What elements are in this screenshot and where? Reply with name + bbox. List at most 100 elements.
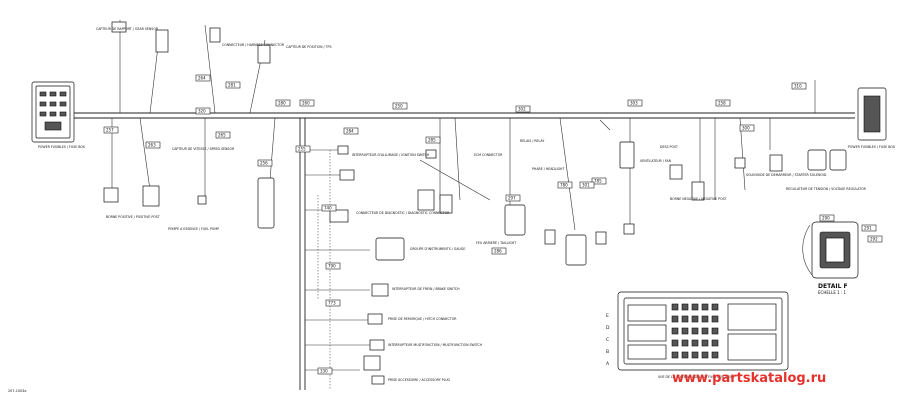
svg-text:330: 330 — [320, 369, 328, 374]
tag-320: 320 — [195, 107, 211, 115]
tag-297: 297 — [505, 194, 521, 202]
tag-291: 291 — [861, 224, 877, 232]
tag-330: 330 — [317, 367, 333, 375]
row-label-a: A — [606, 361, 610, 367]
connector-c23 — [565, 234, 587, 266]
svg-text:773: 773 — [328, 301, 336, 306]
caption-starter: SOLENOIDE DE DEMARREUR / STARTER SOLENOI… — [746, 173, 827, 177]
caption-relay: RELAIS / RELAY — [520, 139, 544, 143]
caption-ignition: INTERRUPTEUR D'ALLUMAGE / IGNITION SWITC… — [352, 153, 430, 157]
caption-fuel-pump: POMPE A ESSENCE / FUEL PUMP — [168, 227, 219, 231]
fuse-box-view-caption: VUE DE LA BOITE A FUSIBLES / FUSE BOX VI… — [658, 375, 734, 379]
connector-c12 — [375, 237, 405, 261]
svg-text:301: 301 — [582, 183, 590, 188]
number-tags: 280 260 250 258 300 257 256 255 263 264 … — [103, 74, 883, 375]
caption-cluster: GROUPE D'INSTRUMENTS / GAUGE — [410, 247, 465, 251]
connector-c8 — [257, 177, 275, 229]
tag-284: 284 — [343, 127, 359, 135]
caption-multifunction: INTERRUPTEUR MULTIFONCTION / MULTIFUNCTI… — [388, 343, 483, 347]
fuse-box-right: POWER FUSIBLES / FUSE BOX — [848, 87, 896, 149]
fuse-box-grid: E D C B A VUE DE LA BOITE A FUSIBLES / F… — [606, 291, 789, 379]
connector-c17 — [371, 375, 385, 385]
tag-281: 281 — [225, 81, 241, 89]
connector-c32 — [829, 149, 847, 171]
caption-connector-top: CONNECTEUR / HARNESS CONNECTOR — [222, 43, 285, 47]
connector-c1 — [111, 21, 127, 33]
connector-c24 — [595, 231, 607, 245]
svg-text:264: 264 — [198, 76, 206, 81]
connector-c13 — [371, 283, 389, 297]
tag-292: 292 — [867, 235, 883, 243]
connector-c30 — [769, 154, 783, 172]
tag-785: 785 — [591, 177, 607, 185]
connector-c21 — [504, 204, 526, 236]
tag-790: 790 — [325, 262, 341, 270]
svg-text:297: 297 — [508, 196, 516, 201]
connector-c5 — [103, 187, 119, 203]
svg-text:302: 302 — [518, 107, 526, 112]
connector-c22 — [544, 229, 556, 245]
svg-text:285: 285 — [428, 138, 436, 143]
caption-speed: CAPTEUR DE VITESSE / SPEED SENSOR — [172, 147, 235, 151]
row-label-c: C — [606, 337, 609, 343]
tag-740: 740 — [321, 204, 337, 212]
svg-text:257: 257 — [106, 128, 114, 133]
svg-text:260: 260 — [302, 101, 310, 106]
svg-text:256: 256 — [260, 161, 268, 166]
connector-c14 — [367, 313, 383, 325]
svg-text:281: 281 — [228, 83, 236, 88]
connector-c6 — [142, 185, 160, 207]
tag-255: 255 — [295, 145, 311, 153]
component-captions: CONNECTEUR / HARNESS CONNECTOR INTERRUPT… — [96, 27, 867, 382]
caption-voltage-reg: REGULATEUR DE TENSION / VOLTAGE REGULATO… — [786, 187, 867, 191]
connector-c10 — [339, 169, 355, 181]
connector-c28 — [691, 181, 705, 201]
tag-302: 302 — [515, 105, 531, 113]
tag-310: 310 — [791, 82, 807, 90]
connector-c3 — [209, 27, 221, 43]
connector-c4 — [257, 44, 271, 64]
component-connectors — [103, 21, 847, 385]
svg-text:258: 258 — [718, 101, 726, 106]
detail-f-scale: ECHELLE 1 : 1 — [818, 290, 847, 295]
connector-c9 — [337, 145, 349, 155]
svg-text:300: 300 — [742, 126, 750, 131]
connector-c15 — [369, 339, 385, 351]
tag-780: 780 — [557, 181, 573, 189]
caption-dess: DESS POST — [660, 145, 678, 149]
detail-f: DETAIL F ECHELLE 1 : 1 — [802, 221, 859, 295]
tag-258: 258 — [715, 99, 731, 107]
svg-text:740: 740 — [324, 206, 332, 211]
tag-260: 260 — [299, 99, 315, 107]
tag-303: 303 — [627, 99, 643, 107]
svg-text:310: 310 — [794, 84, 802, 89]
tag-257: 257 — [103, 126, 119, 134]
tag-301: 301 — [579, 181, 595, 189]
caption-taillight: FEU ARRIERE / TAILLIGHT — [476, 241, 516, 245]
svg-text:785: 785 — [594, 179, 602, 184]
svg-text:263: 263 — [148, 143, 156, 148]
tag-300: 300 — [739, 124, 755, 132]
connector-c18 — [425, 149, 437, 159]
connector-c20 — [439, 194, 453, 214]
svg-text:292: 292 — [870, 237, 878, 242]
caption-hitch: PRISE DE REMORQUE / HITCH CONNECTOR — [388, 317, 457, 321]
tag-286: 286 — [491, 247, 507, 255]
connector-c27 — [669, 164, 683, 180]
caption-pos-post: BORNE POSITIVE / POSITIVE POST — [106, 215, 160, 219]
fuse-box-left-caption: POWER FUSIBLES / FUSE BOX — [38, 145, 86, 149]
row-label-e: E — [606, 313, 609, 319]
caption-brake: INTERRUPTEUR DE FREIN / BRAKE SWITCH — [392, 287, 460, 291]
connector-c7 — [197, 195, 207, 205]
connector-c19 — [417, 189, 435, 211]
tag-280: 280 — [275, 99, 291, 107]
fuse-box-left: POWER FUSIBLES / FUSE BOX — [31, 81, 86, 149]
connector-c16 — [363, 355, 381, 371]
tag-290: 290 — [819, 214, 835, 222]
diagram-reference-number: 207-1003a — [8, 389, 26, 393]
caption-headlight: PHARE / HEADLIGHT — [532, 167, 564, 171]
caption-accessory: PRISE ACCESSOIRE / ACCESSORY PLUG — [388, 378, 451, 382]
connector-c25 — [623, 223, 635, 235]
svg-text:790: 790 — [328, 264, 336, 269]
